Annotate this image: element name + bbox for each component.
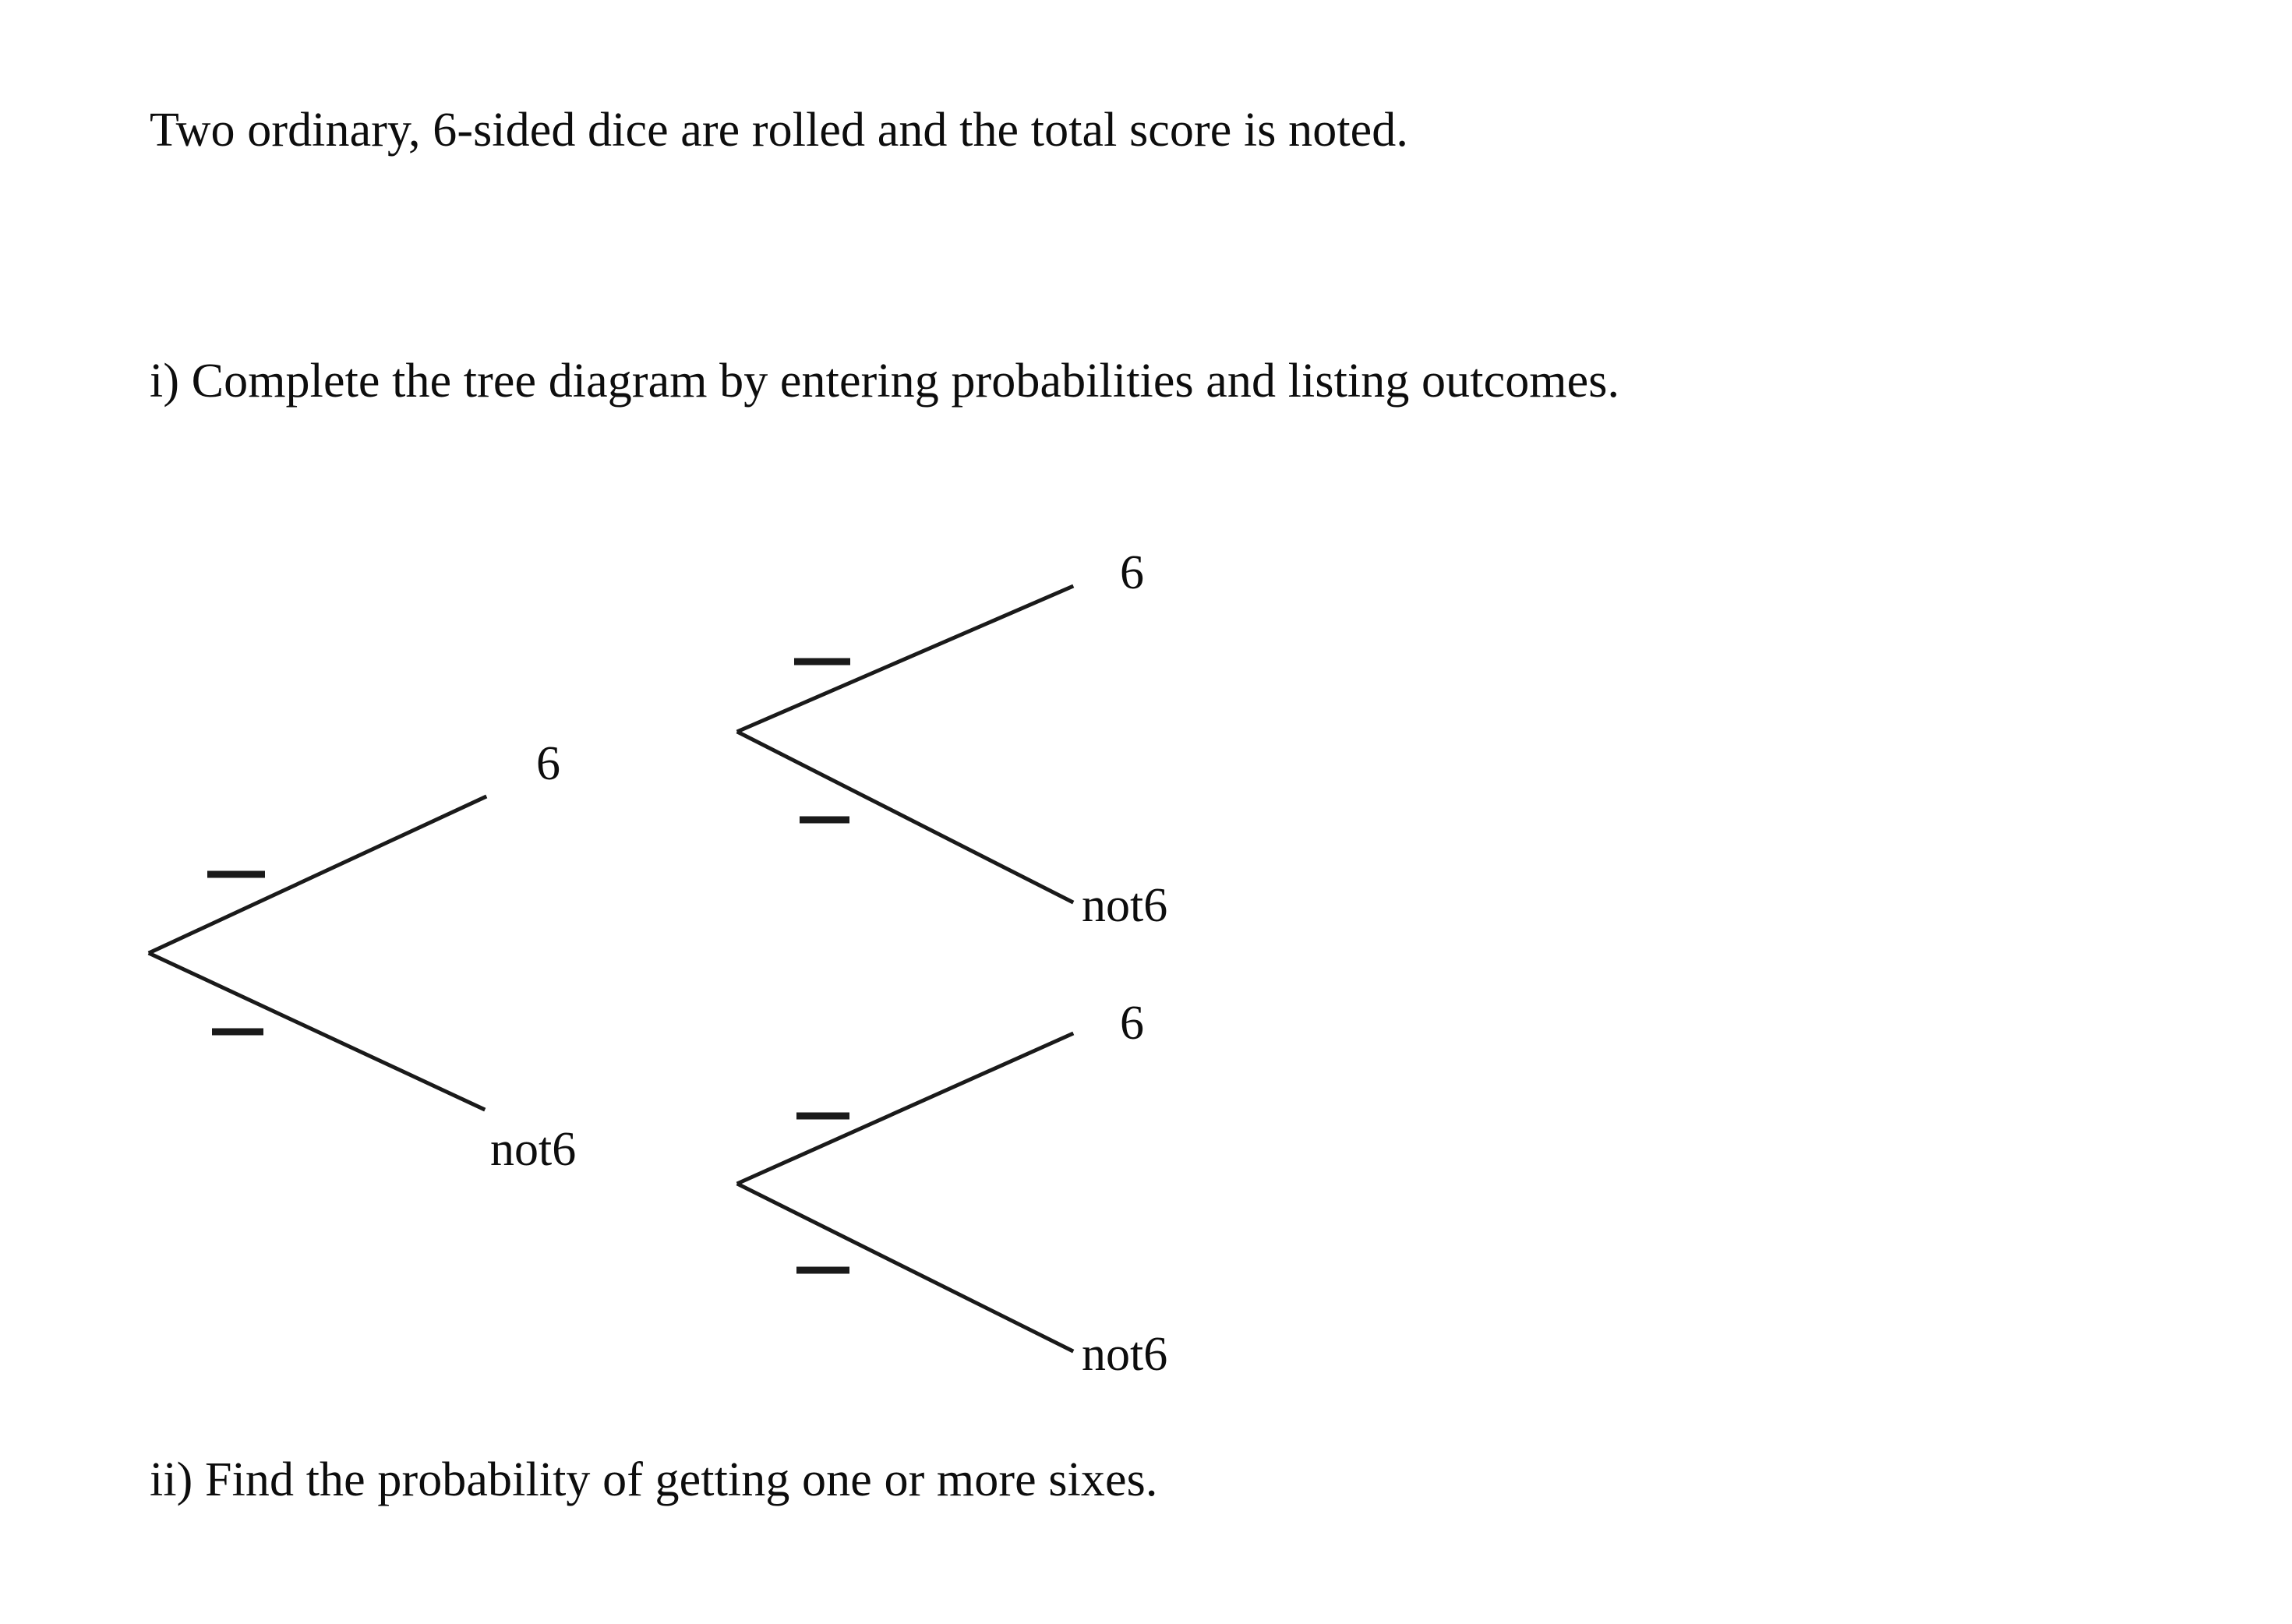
node-label-level2-upper-not-six: not6 [1082,879,1167,932]
question-part-i-text: i) Complete the tree diagram by entering… [150,355,1620,408]
question-part-ii-text: ii) Find the probability of getting one … [150,1453,1158,1506]
branch-not-six-to-not-six [736,1181,1075,1354]
node-label-level1-lower: not6 [490,1123,576,1176]
node-label-level2-lower-six: 6 [1120,997,1144,1050]
branch-root-to-six [147,794,488,955]
branch-six-to-not-six [736,729,1075,905]
branch-not-six-to-six [736,1031,1075,1186]
node-label-level2-upper-six: 6 [1120,546,1144,599]
question-intro-text: Two ordinary, 6-sided dice are rolled an… [150,104,1408,157]
branch-six-to-six [736,584,1075,734]
node-label-level2-lower-not-six: not6 [1082,1328,1167,1381]
branch-root-to-not-six [147,951,486,1112]
node-label-level1-upper: 6 [536,737,560,790]
